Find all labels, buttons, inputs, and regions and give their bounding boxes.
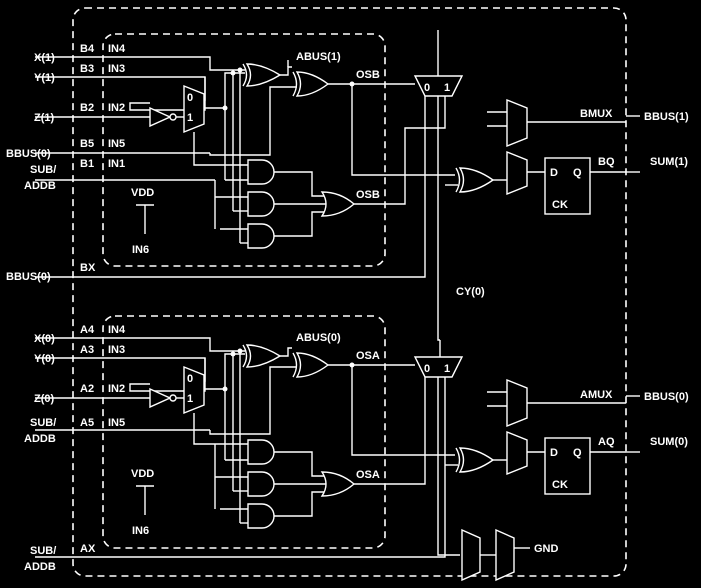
port-in6-bottom: IN6 [132, 525, 149, 537]
label-osa-1: OSA [356, 350, 380, 362]
input-addb-bottom: ADDB [24, 433, 56, 445]
input-x1: X(1) [34, 52, 55, 64]
label-amux: AMUX [580, 389, 613, 401]
label-osb-2: OSB [356, 189, 380, 201]
port-in3-bottom: IN3 [108, 344, 125, 356]
ff-top-d: D [550, 167, 558, 179]
label-cy0: CY(0) [456, 286, 485, 298]
top-bmux [506, 98, 528, 148]
bottom-inverter [149, 387, 172, 409]
bottom-xor-sum [295, 352, 330, 378]
label-osa-2: OSA [356, 469, 380, 481]
port-in4-bottom: IN4 [108, 324, 126, 336]
input-sub-ax: SUB/ [30, 545, 56, 557]
top-mux-z [183, 84, 205, 134]
output-sum1: SUM(1) [650, 156, 688, 168]
input-z0: Z(0) [34, 393, 55, 405]
top-flipflop [544, 157, 591, 215]
pin-b3: B3 [80, 63, 94, 75]
port-in4-top: IN4 [108, 43, 126, 55]
pin-ax: AX [80, 543, 96, 555]
input-z1: Z(1) [34, 112, 55, 124]
input-x0: X(0) [34, 333, 55, 345]
ff-top-q: Q [573, 167, 582, 179]
label-bmux: BMUX [580, 108, 613, 120]
pin-bx: BX [80, 262, 96, 274]
top-or-carry [320, 191, 356, 217]
bottom-mux-z [183, 365, 205, 415]
label-osb-1: OSB [356, 69, 380, 81]
top-q-mux [506, 150, 528, 196]
top-xor-out [458, 167, 495, 193]
pin-a3: A3 [80, 344, 94, 356]
bottom-xor-out [458, 447, 495, 473]
top-xor-sum [295, 71, 330, 97]
carrymux-bottom-one: 1 [444, 363, 450, 375]
port-in1-top: IN1 [108, 158, 125, 170]
gnd-mux-1 [461, 528, 481, 582]
input-y0: Y(0) [34, 353, 55, 365]
vdd-top: VDD [131, 187, 154, 199]
top-input-wires [35, 56, 426, 278]
bottom-or-carry [320, 471, 356, 497]
input-addb-ax: ADDB [24, 561, 56, 573]
bottom-q-mux [506, 430, 528, 476]
pin-a4: A4 [80, 324, 95, 336]
mux-bottom-one: 1 [187, 393, 193, 405]
input-bbus0-bx: BBUS(0) [6, 271, 51, 283]
gnd-mux-2 [495, 528, 515, 582]
label-abus1: ABUS(1) [296, 51, 341, 63]
pin-b5: B5 [80, 138, 94, 150]
input-bbus0: BBUS(0) [6, 148, 51, 160]
input-sub-bottom: SUB/ [30, 417, 56, 429]
port-in2-top: IN2 [108, 102, 125, 114]
bottom-input-wires [35, 337, 446, 558]
top-carry-mux [413, 75, 464, 97]
pin-b1: B1 [80, 158, 94, 170]
pin-a2: A2 [80, 383, 94, 395]
top-inverter [149, 106, 172, 128]
port-in2-bottom: IN2 [108, 383, 125, 395]
bottom-flipflop [544, 437, 591, 495]
port-in6-top: IN6 [132, 244, 149, 256]
carrymux-bottom-zero: 0 [424, 363, 430, 375]
output-bbus0: BBUS(0) [644, 391, 689, 403]
label-aq: AQ [598, 436, 615, 448]
port-in5-bottom: IN5 [108, 417, 125, 429]
pin-a5: A5 [80, 417, 94, 429]
output-bbus1: BBUS(1) [644, 111, 689, 123]
label-abus0: ABUS(0) [296, 332, 341, 344]
input-addb-top: ADDB [24, 180, 56, 192]
mux-bottom-zero: 0 [187, 373, 193, 385]
ff-bottom-q: Q [573, 447, 582, 459]
label-gnd: GND [534, 543, 559, 555]
pin-b4: B4 [80, 43, 95, 55]
output-sum0: SUM(0) [650, 436, 688, 448]
ff-bottom-d: D [550, 447, 558, 459]
carrymux-top-zero: 0 [424, 82, 430, 94]
outer-cell-boundary [72, 7, 627, 577]
vdd-bottom: VDD [131, 468, 154, 480]
bottom-xor-abus [245, 344, 282, 368]
mux-top-one: 1 [187, 112, 193, 124]
ff-bottom-ck: CK [552, 479, 568, 491]
port-in3-top: IN3 [108, 63, 125, 75]
input-y1: Y(1) [34, 72, 55, 84]
bottom-amux [506, 378, 528, 428]
label-bq: BQ [598, 156, 615, 168]
pin-b2: B2 [80, 102, 94, 114]
bottom-carry-mux [413, 356, 464, 378]
port-in5-top: IN5 [108, 138, 125, 150]
carrymux-top-one: 1 [444, 82, 450, 94]
ff-top-ck: CK [552, 199, 568, 211]
top-and-gates [214, 67, 275, 249]
bottom-and-gates [214, 348, 275, 529]
mux-top-zero: 0 [187, 92, 193, 104]
input-sub-top: SUB/ [30, 164, 56, 176]
top-xor-abus [245, 63, 282, 87]
